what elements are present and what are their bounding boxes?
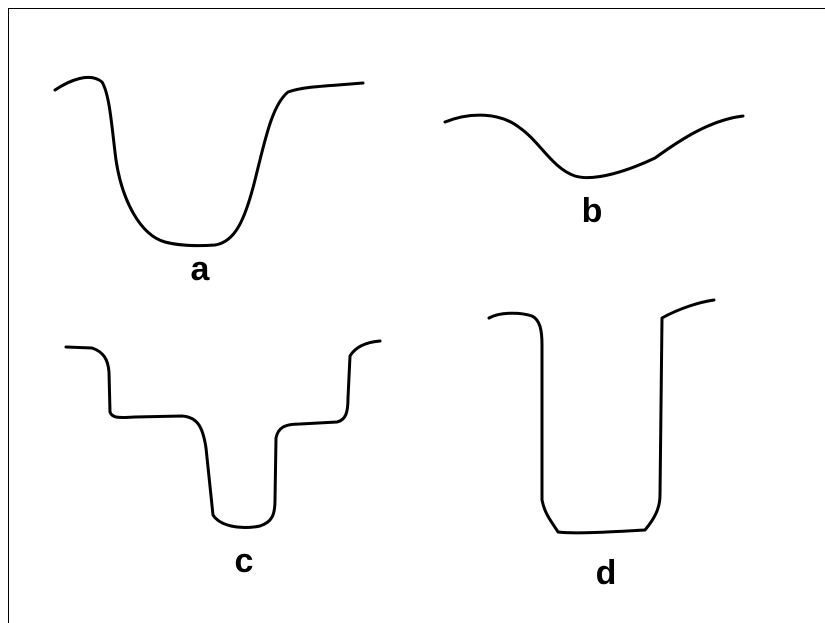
profile-d-curve: [487, 298, 716, 535]
panel-d: d: [487, 298, 716, 592]
profile-b-curve: [443, 113, 745, 180]
panel-b: b: [443, 113, 745, 230]
profile-c-curve: [64, 339, 382, 530]
panel-a-label: a: [191, 250, 211, 288]
panel-c-label: c: [235, 542, 254, 580]
panel-d-label: d: [596, 554, 617, 592]
profile-a-curve: [53, 76, 365, 248]
panel-c: c: [64, 339, 382, 580]
panel-a: a: [53, 76, 365, 288]
diagram-frame: [8, 8, 825, 623]
panel-b-label: b: [582, 192, 603, 230]
